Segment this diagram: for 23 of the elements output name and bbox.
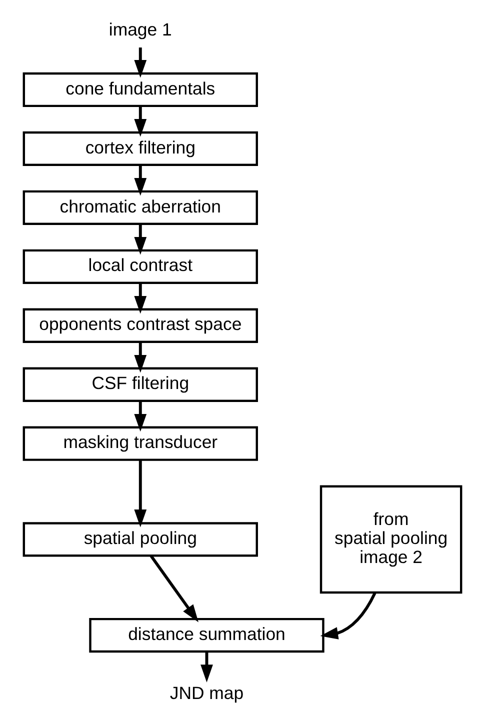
node-box: spatial pooling — [22, 522, 258, 557]
node-box: masking transducer — [22, 426, 258, 461]
node-box: opponents contrast space — [22, 308, 258, 343]
node-box: cone fundamentals — [22, 72, 258, 108]
node-box: chromatic aberration — [22, 190, 258, 225]
node-box: distance summation — [89, 618, 324, 653]
node-text: image 1 — [108, 19, 172, 40]
arrow — [134, 401, 147, 432]
node-box: cortex filtering — [22, 131, 258, 166]
arrow — [134, 165, 147, 196]
node-box: from spatial pooling image 2 — [320, 485, 462, 594]
arrow — [134, 224, 147, 255]
arrow — [134, 342, 147, 373]
arrow — [134, 106, 147, 137]
arrow — [320, 592, 376, 640]
arrow — [134, 48, 147, 78]
node-box: local contrast — [22, 249, 258, 284]
arrow — [134, 460, 147, 528]
node-text: JND map — [170, 682, 244, 703]
arrow — [150, 554, 198, 622]
node-box: CSF filtering — [22, 367, 258, 402]
arrow — [134, 283, 147, 314]
arrow — [200, 652, 213, 682]
